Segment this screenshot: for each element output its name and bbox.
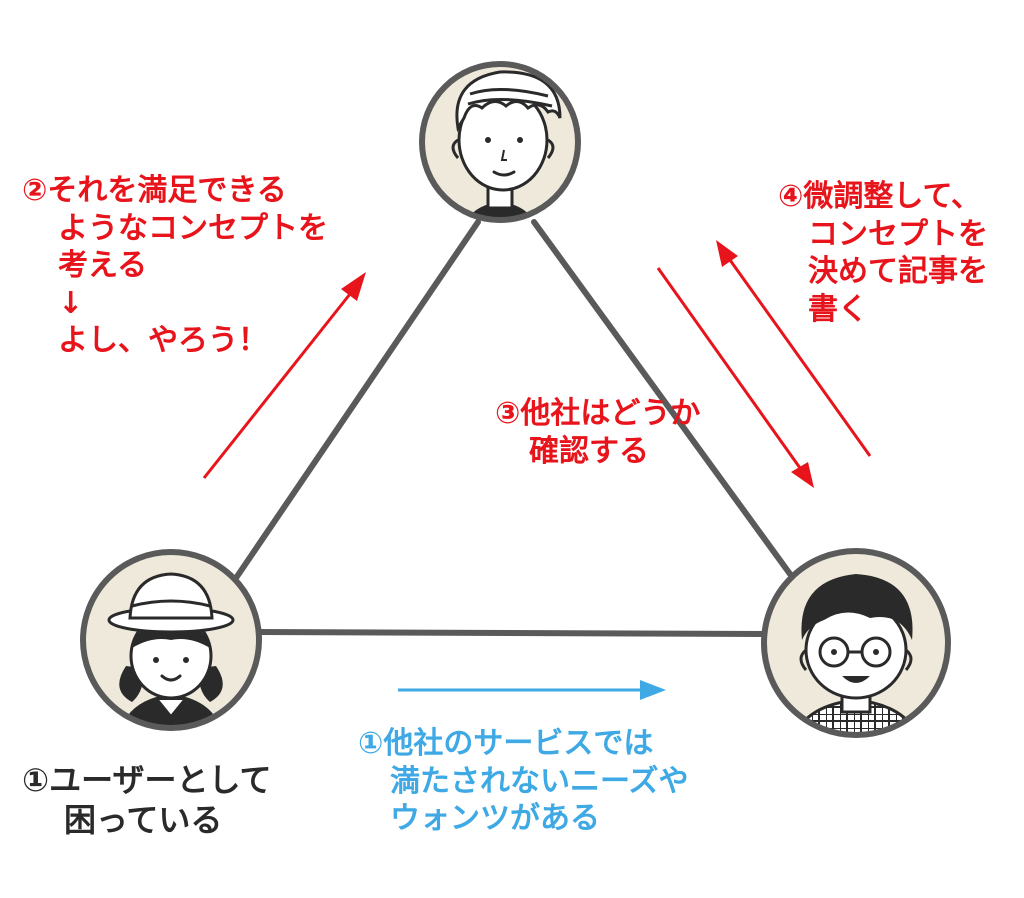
step2-line: ようなコンセプトを bbox=[58, 210, 328, 246]
boy-with-glasses-icon bbox=[761, 548, 951, 738]
arrow-step1-market-icon bbox=[398, 680, 666, 700]
edge-left-to-right bbox=[255, 629, 769, 637]
step4-line: 書く bbox=[808, 291, 868, 327]
edge-top-to-right bbox=[531, 219, 793, 577]
step1-market-line: ①他社のサービスでは bbox=[358, 726, 654, 761]
arrow-step3-icon bbox=[656, 267, 814, 488]
step1-user-line: ①ユーザーとして bbox=[22, 761, 272, 799]
step1-market-line: ウォンツがある bbox=[390, 801, 600, 836]
step4-label: ④微調整して、 コンセプトを 決めて記事を 書く bbox=[778, 178, 988, 328]
step4-line: 決めて記事を bbox=[808, 254, 988, 289]
step2-line: ↓ bbox=[58, 285, 84, 321]
step3-line: 確認する bbox=[529, 433, 649, 469]
step2-label: ②それを満足できる ようなコンセプトを 考える ↓ よし、やろう！ bbox=[22, 172, 328, 360]
edge-top-to-left bbox=[233, 219, 481, 581]
step2-line: よし、やろう！ bbox=[58, 323, 268, 358]
step4-line: コンセプトを bbox=[808, 216, 988, 252]
step1-user-line: 困っている bbox=[64, 801, 223, 839]
step2-line: 考える bbox=[58, 248, 148, 283]
girl-with-hat-icon bbox=[80, 549, 262, 731]
arrow-step2-icon bbox=[202, 272, 366, 479]
step1-market-line: 満たされないニーズや bbox=[390, 763, 689, 799]
step1-user-label: ①ユーザーとして 困っている bbox=[22, 760, 272, 840]
step3-label: ③他社はどうか 確認する bbox=[495, 395, 700, 470]
step3-line: ③他社はどうか bbox=[495, 396, 701, 431]
step2-line: ②それを満足できる bbox=[22, 173, 287, 208]
person-wavy-hair-icon bbox=[419, 61, 581, 223]
step4-line: ④微調整して、 bbox=[778, 179, 982, 214]
step1-market-label: ①他社のサービスでは 満たされないニーズや ウォンツがある bbox=[358, 725, 689, 838]
arrow-step4-icon bbox=[716, 240, 872, 457]
